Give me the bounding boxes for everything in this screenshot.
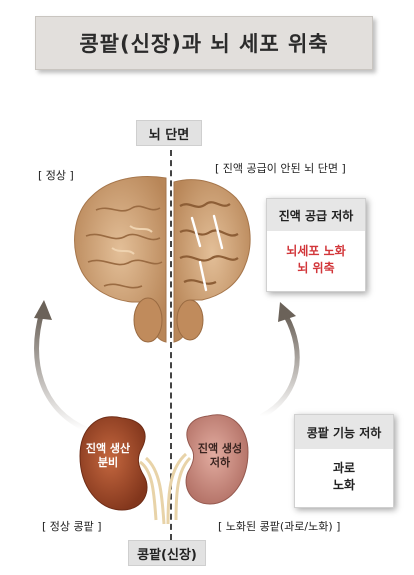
kidney-right-label-line2: 저하 (209, 456, 231, 469)
supply-decline-heading: 진액 공급 저하 (267, 199, 365, 231)
right-arrow-head (278, 302, 296, 322)
kidney-section-tag: 콩팥(신장) (128, 540, 206, 566)
normal-kidney-label: [ 정상 콩팥 ] (42, 520, 102, 533)
left-arrow-head (34, 300, 52, 320)
left-curved-arrow (34, 309, 91, 433)
kidney-decline-heading: 콩팥 기능 저하 (295, 415, 393, 449)
atrophied-brain-half (173, 179, 251, 343)
normal-kidney (79, 416, 166, 525)
kidney-right-label-line1: 진액 생성 (197, 442, 243, 455)
kidney-left-label: 진액 생산 분비 (72, 442, 144, 470)
aged-kidney-label: [ 노화된 콩팥(과로/노화) ] (218, 520, 341, 533)
kidney-left-label-line1: 진액 생산 (85, 442, 131, 455)
normal-brain-half (74, 176, 167, 343)
center-divider (170, 150, 172, 540)
normal-label: [ 정상 ] (38, 169, 74, 182)
right-curved-arrow (259, 313, 300, 419)
title-box: 콩팥(신장)과 뇌 세포 위축 (35, 16, 373, 70)
supply-decline-box: 진액 공급 저하 뇌세포 노화 뇌 위축 (266, 198, 366, 292)
kidney-section-label: 콩팥(신장) (137, 547, 197, 563)
kidney-right-label: 진액 생성 저하 (190, 442, 250, 470)
brain-section-label: 뇌 단면 (148, 127, 190, 143)
no-supply-brain-label: [ 진액 공급이 안된 뇌 단면 ] (215, 162, 346, 175)
supply-decline-line2: 뇌 위축 (297, 261, 335, 275)
aged-kidney (166, 414, 249, 525)
kidney-left-label-line2: 분비 (97, 456, 119, 469)
supply-decline-line1: 뇌세포 노화 (286, 244, 346, 258)
page-title: 콩팥(신장)과 뇌 세포 위축 (79, 32, 329, 56)
kidney-decline-line2: 노화 (332, 478, 356, 492)
brain-section-tag: 뇌 단면 (136, 120, 202, 146)
kidney-decline-box: 콩팥 기능 저하 과로 노화 (294, 414, 394, 508)
kidney-decline-line1: 과로 (332, 461, 356, 475)
